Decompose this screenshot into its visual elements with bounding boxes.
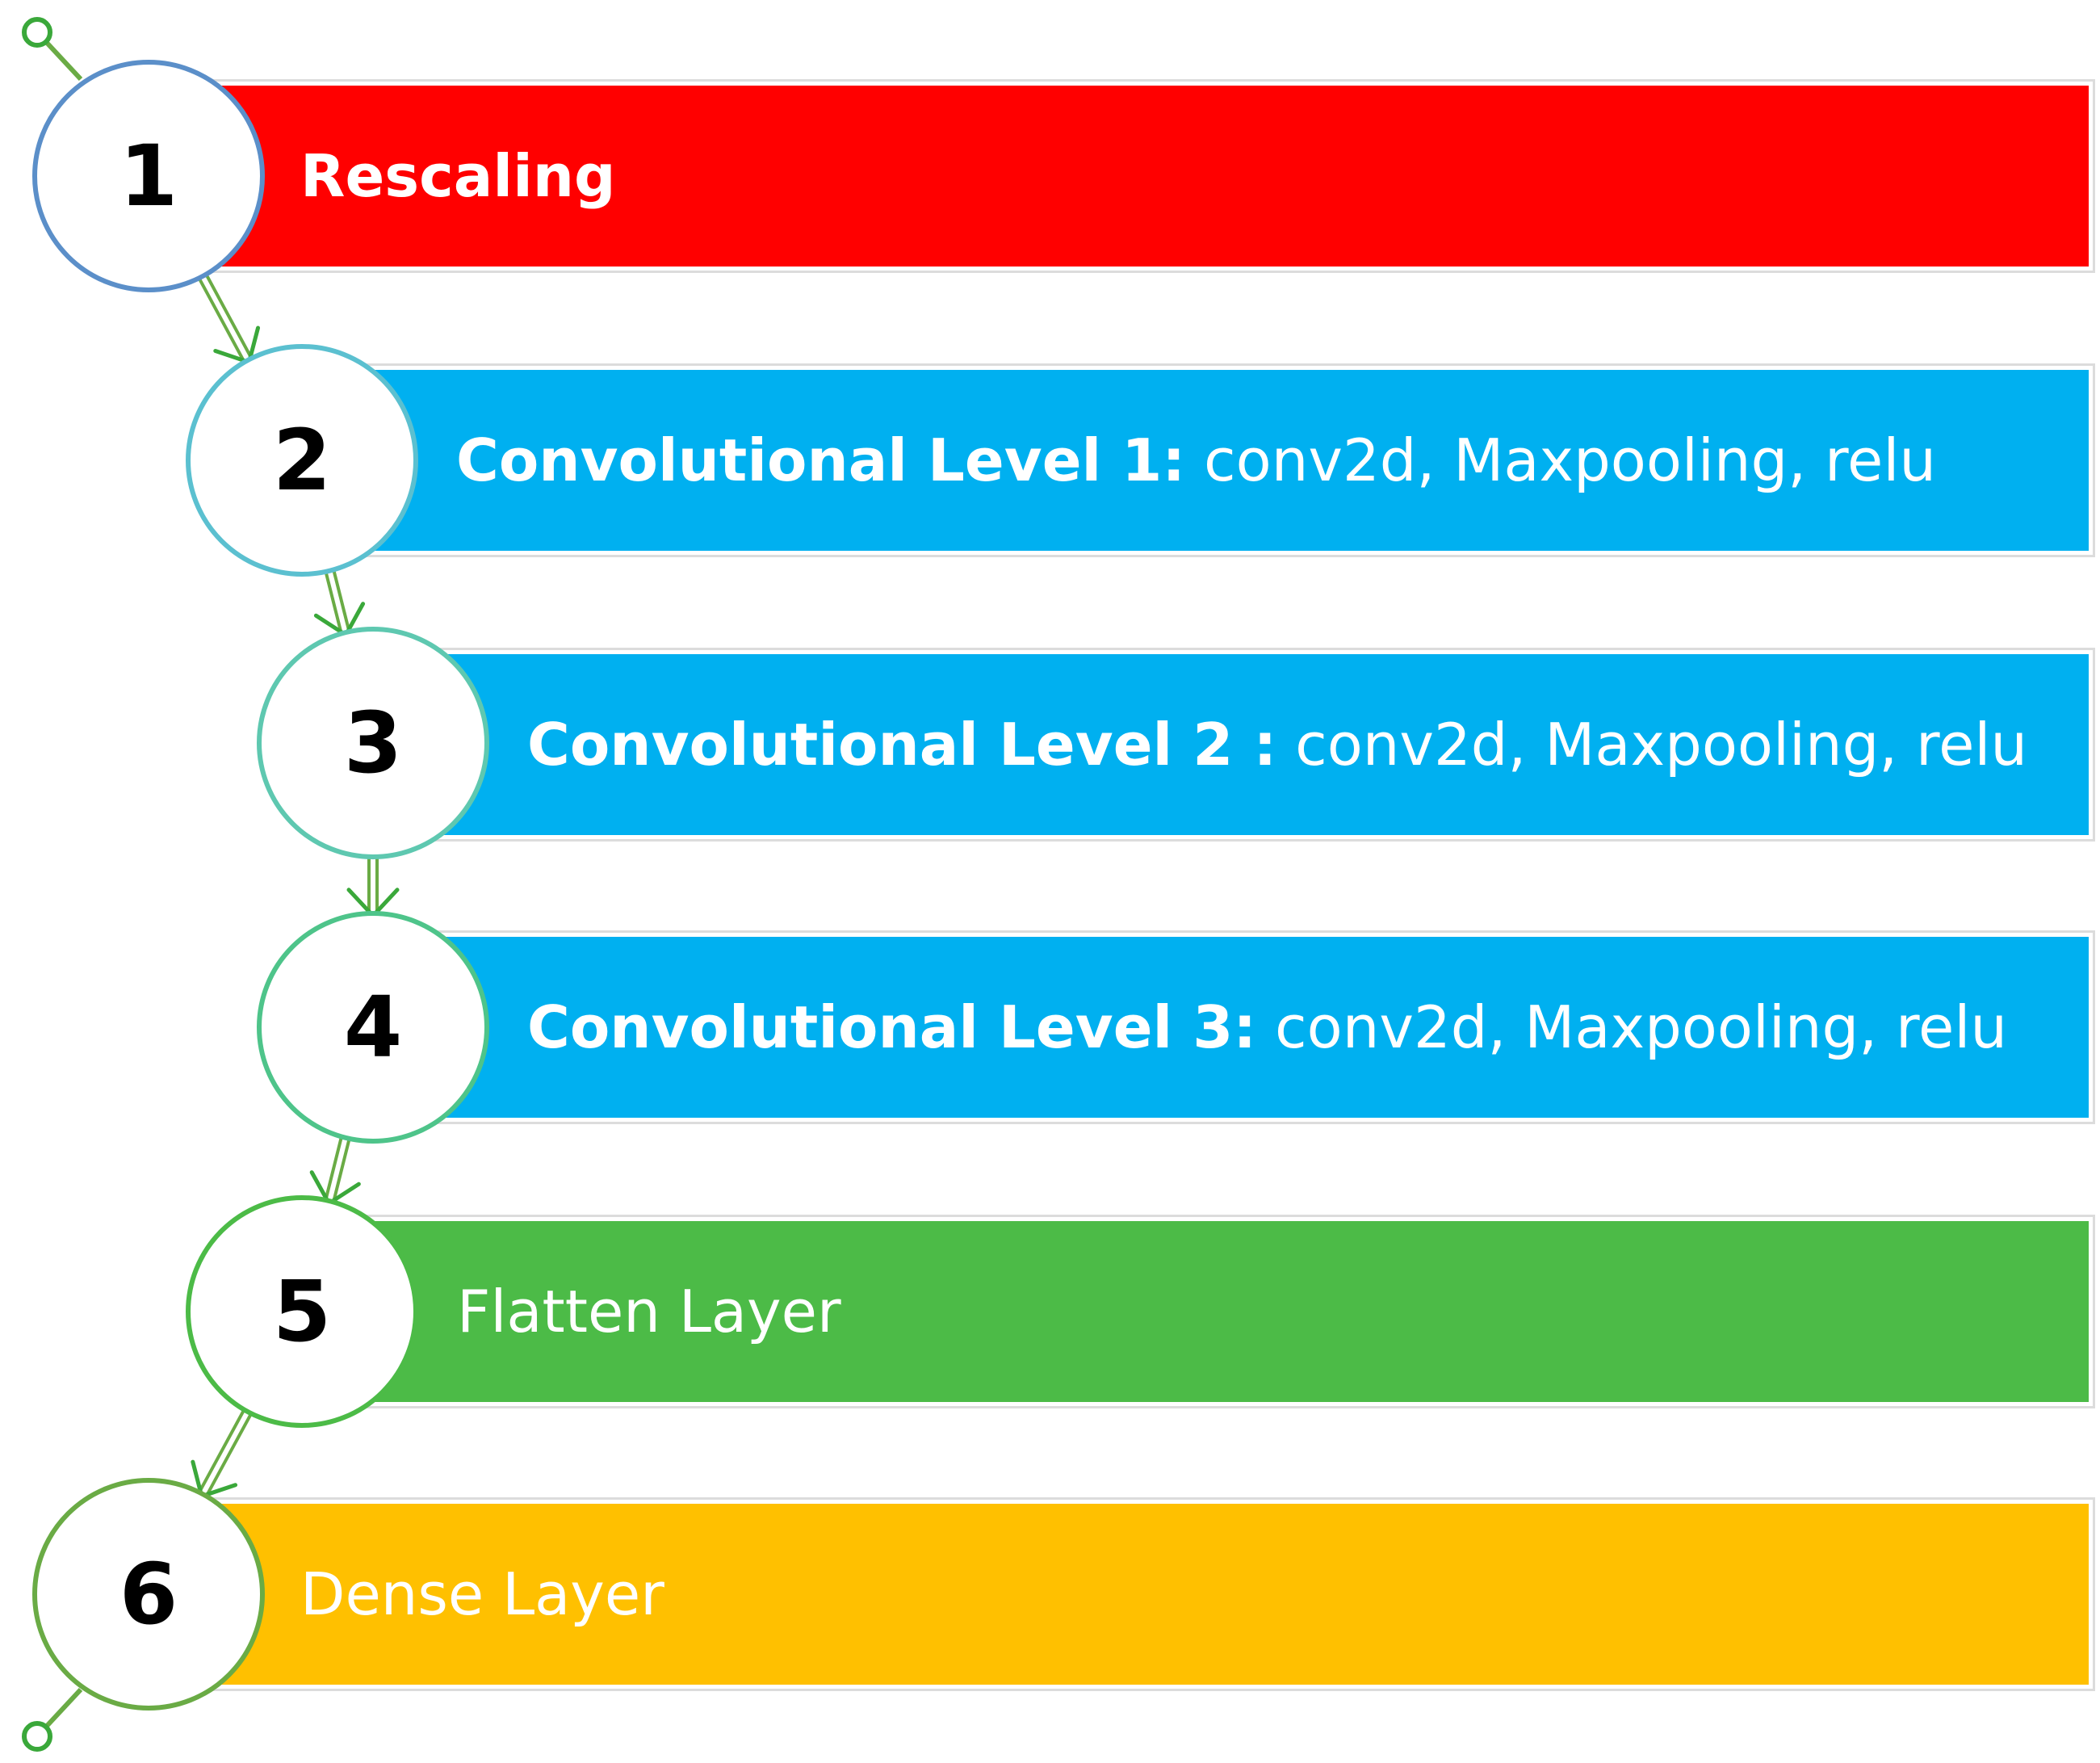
step-6-label-rest: Dense Layer — [300, 1560, 664, 1628]
step-3-label-bold: Convolutional Level 2 : — [527, 711, 1277, 779]
connector-2-line-1 — [331, 567, 352, 635]
step-2-circle: 2 — [186, 344, 418, 577]
step-1-circle: 1 — [32, 60, 265, 292]
step-2-label-rest: conv2d, Maxpooling, relu — [1185, 426, 1936, 494]
step-5-circle: 5 — [186, 1195, 418, 1428]
connector-2-line-2 — [323, 569, 344, 636]
step-4-circle: 4 — [257, 911, 489, 1144]
step-1-label: Rescaling — [300, 86, 616, 267]
connector-1-line-1 — [203, 271, 254, 362]
step-3-label: Convolutional Level 2 : conv2d, Maxpooli… — [527, 654, 2027, 835]
step-2-label-bold: Convolutional Level 1: — [456, 426, 1186, 494]
step-4-bar: Convolutional Level 3: conv2d, Maxpoolin… — [436, 937, 2089, 1118]
step-1-number: 1 — [119, 127, 178, 225]
step-4-label-rest: conv2d, Maxpooling, relu — [1256, 993, 2007, 1061]
step-4-label: Convolutional Level 3: conv2d, Maxpoolin… — [527, 937, 2007, 1118]
step-5-label-rest: Flatten Layer — [457, 1278, 841, 1345]
start-cap-icon — [22, 17, 52, 48]
step-5-number: 5 — [272, 1262, 332, 1361]
connector-5-line-1 — [203, 1410, 254, 1500]
step-2-number: 2 — [272, 411, 332, 510]
step-4-label-bold: Convolutional Level 3: — [527, 993, 1257, 1061]
step-5-label: Flatten Layer — [457, 1221, 841, 1402]
connector-4-line-1 — [331, 1135, 352, 1205]
step-6-number: 6 — [119, 1545, 178, 1643]
step-3-bar: Convolutional Level 2 : conv2d, Maxpooli… — [436, 654, 2089, 835]
end-cap-icon — [22, 1721, 52, 1752]
step-1-bar: Rescaling — [210, 86, 2089, 267]
step-2-bar: Convolutional Level 1: conv2d, Maxpoolin… — [363, 370, 2089, 551]
connector-4-line-2 — [323, 1134, 344, 1203]
step-3-label-rest: conv2d, Maxpooling, relu — [1276, 711, 2028, 779]
step-3-circle: 3 — [257, 627, 489, 859]
step-3-number: 3 — [343, 694, 403, 792]
step-2-label: Convolutional Level 1: conv2d, Maxpoolin… — [456, 370, 1936, 551]
step-5-bar: Flatten Layer — [363, 1221, 2089, 1402]
connector-5-line-2 — [196, 1406, 247, 1496]
connector-1-line-2 — [196, 275, 247, 365]
step-6-bar: Dense Layer — [210, 1504, 2089, 1685]
step-1-label-bold: Rescaling — [300, 142, 616, 210]
step-4-number: 4 — [343, 978, 403, 1077]
step-6-label: Dense Layer — [300, 1504, 664, 1685]
step-6-circle: 6 — [32, 1478, 265, 1711]
